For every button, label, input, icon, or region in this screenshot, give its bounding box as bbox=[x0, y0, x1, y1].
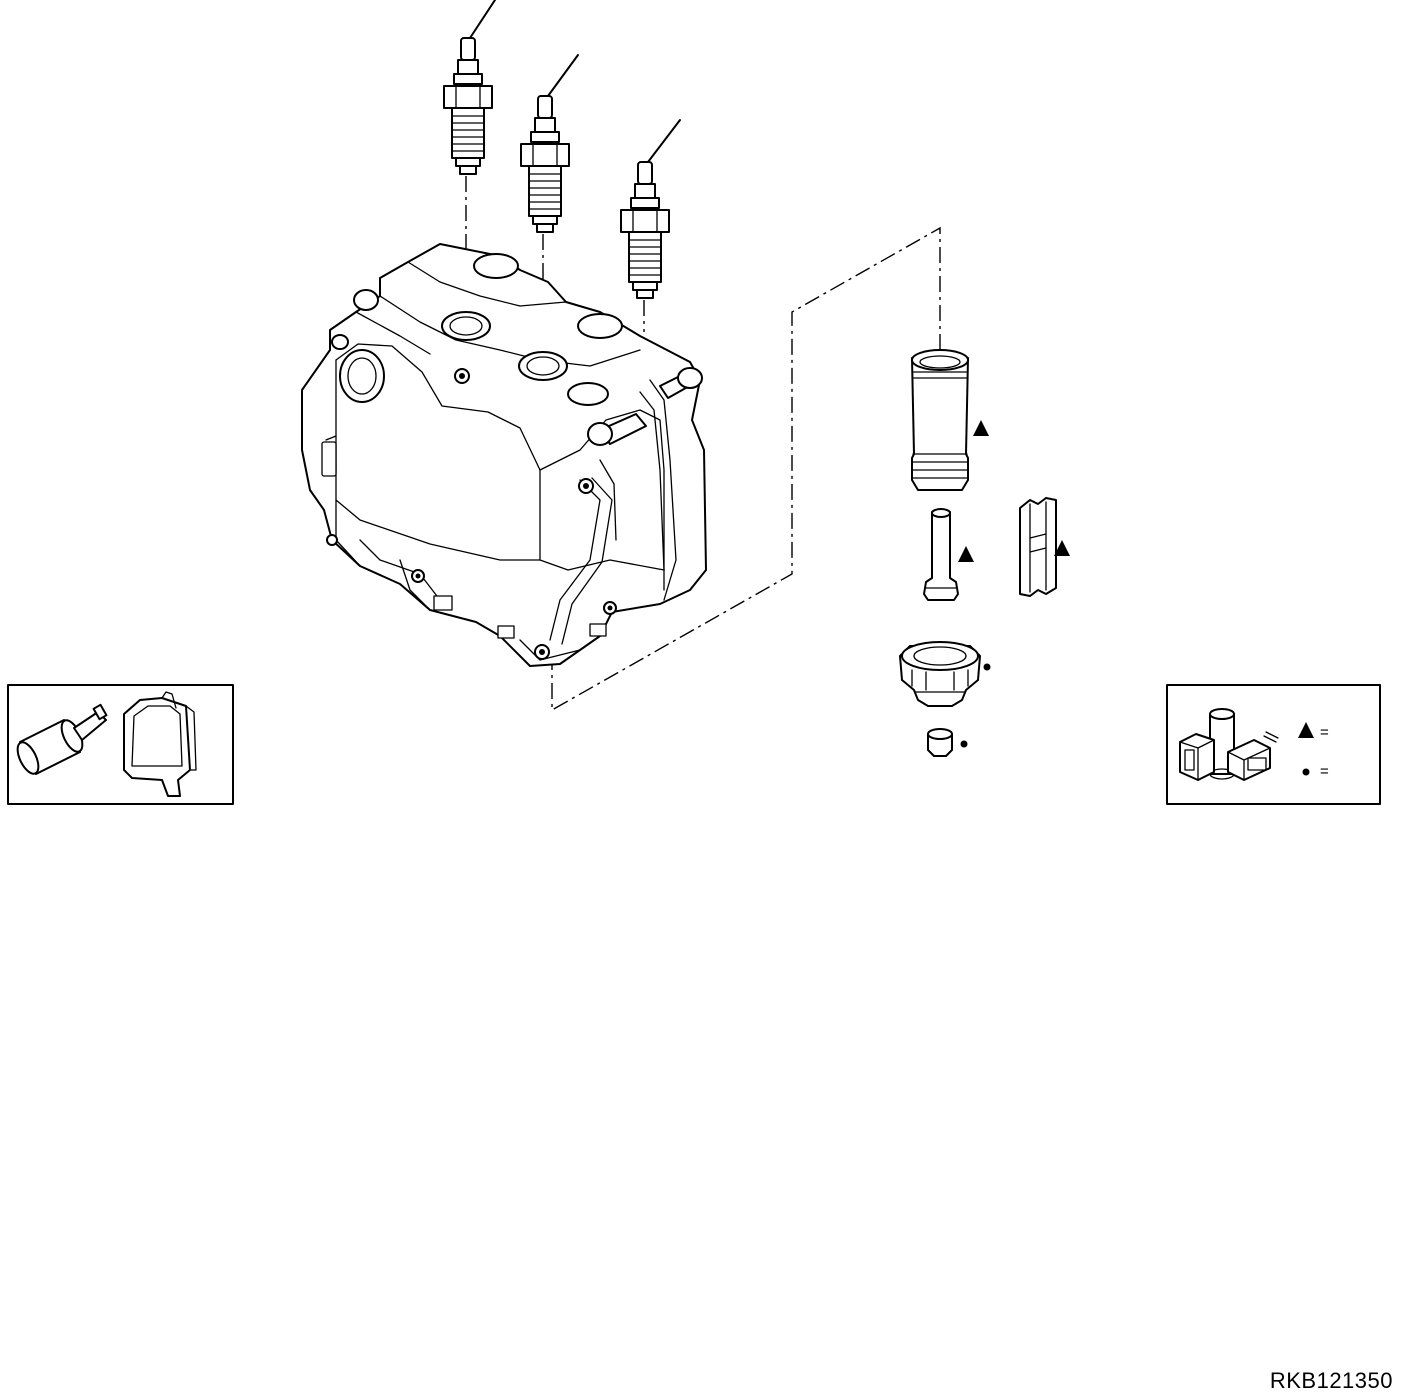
dot-marker-icon bbox=[960, 740, 968, 748]
legend-dot-equals: = bbox=[1320, 763, 1329, 780]
dot-marker-icon bbox=[1302, 768, 1310, 776]
seal-kit-legend-icon: = = bbox=[1166, 684, 1381, 805]
relief-valve-cartridge-icon bbox=[520, 54, 579, 233]
relief-valve-cartridge-icon bbox=[443, 0, 496, 175]
dot-marker-icon bbox=[983, 663, 991, 671]
triangle-marker-icon bbox=[1054, 540, 1070, 556]
valve-spool-icon bbox=[923, 508, 959, 601]
control-valve-assembly-icon bbox=[301, 243, 707, 667]
service-kit-inset-icon bbox=[7, 684, 234, 805]
triangle-marker-icon bbox=[958, 546, 974, 562]
valve-sleeve-icon bbox=[911, 349, 969, 491]
triangle-marker-icon bbox=[1298, 722, 1314, 738]
retaining-clip-icon bbox=[1019, 497, 1057, 597]
legend-triangle-equals: = bbox=[1320, 724, 1329, 741]
cap-nut-icon bbox=[899, 641, 981, 707]
drawing-number: RKB121350 bbox=[1269, 1368, 1393, 1393]
plug-icon bbox=[927, 728, 953, 757]
triangle-marker-icon bbox=[973, 420, 989, 436]
relief-valve-cartridge-icon bbox=[620, 119, 681, 299]
